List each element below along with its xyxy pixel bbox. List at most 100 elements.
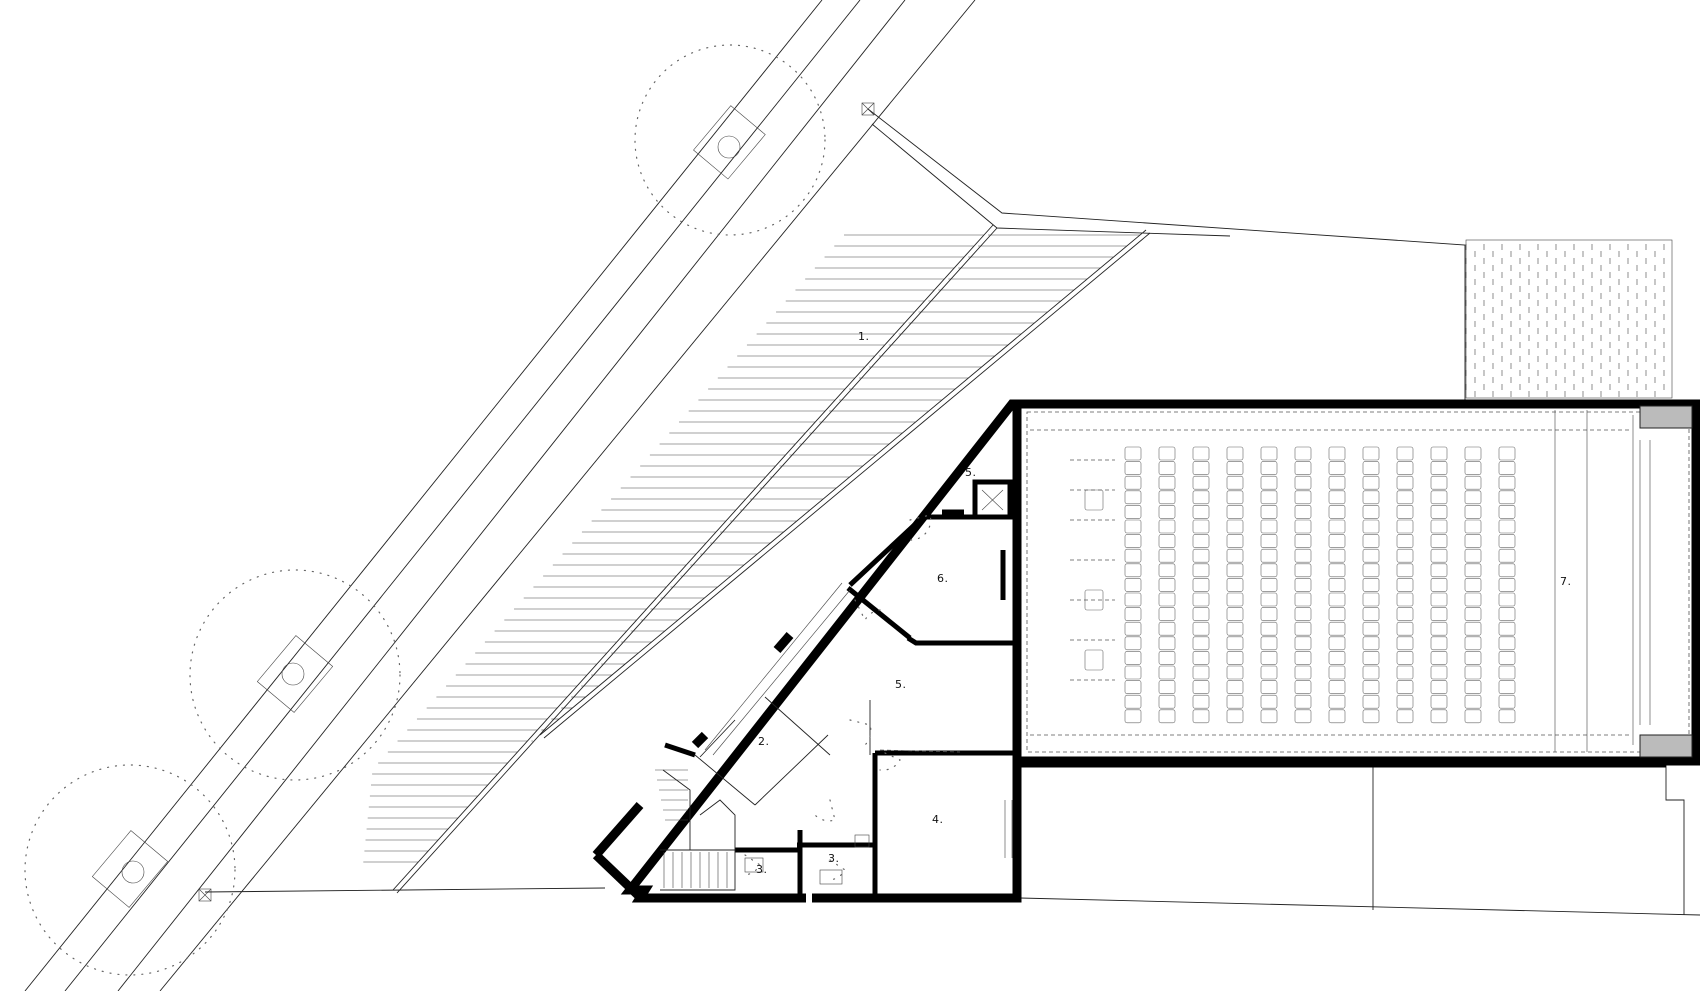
auditorium-seat — [1260, 592, 1278, 607]
auditorium-seat — [1124, 651, 1142, 665]
auditorium-seat — [1260, 680, 1278, 694]
auditorium-seat — [1226, 475, 1244, 490]
room-label-3a: 3. — [756, 863, 768, 876]
auditorium-seat — [1396, 592, 1414, 607]
auditorium-seat — [1362, 621, 1380, 636]
auditorium-seat — [1430, 578, 1448, 592]
auditorium-seat — [1464, 461, 1482, 475]
tree-trunk-icon — [121, 860, 145, 884]
auditorium-seat — [1260, 548, 1278, 563]
auditorium-seat — [1192, 680, 1210, 694]
auditorium-seat — [1192, 665, 1210, 680]
auditorium-seat — [1396, 709, 1414, 724]
auditorium-seat — [1294, 709, 1312, 724]
auditorium-seat — [1192, 563, 1210, 578]
auditorium-seat — [1328, 680, 1346, 694]
auditorium-seat — [1464, 563, 1482, 578]
auditorium-seat — [1226, 578, 1244, 592]
auditorium-seat — [1362, 461, 1380, 475]
seating-grid — [1124, 446, 1516, 724]
wheelchair-space — [1084, 649, 1104, 671]
auditorium-seat — [1396, 694, 1414, 709]
auditorium-seat — [1124, 490, 1142, 505]
auditorium-seat — [1328, 592, 1346, 607]
room-label-5-hall: 5. — [895, 678, 907, 691]
auditorium-seat — [1396, 665, 1414, 680]
auditorium-seat — [1124, 621, 1142, 636]
auditorium-seat — [1294, 665, 1312, 680]
auditorium-seat — [1498, 621, 1516, 636]
auditorium-seat — [1294, 636, 1312, 651]
auditorium-seat — [1362, 475, 1380, 490]
auditorium-seat — [1158, 578, 1176, 592]
auditorium-seat — [1362, 446, 1380, 461]
auditorium-seat — [1226, 461, 1244, 475]
room-label-2: 2. — [758, 735, 770, 748]
auditorium-seat — [1464, 665, 1482, 680]
auditorium-seat — [1328, 490, 1346, 505]
auditorium-seat — [1464, 709, 1482, 724]
auditorium-seat — [1226, 607, 1244, 621]
auditorium-seat — [1294, 505, 1312, 519]
auditorium-seat — [1158, 548, 1176, 563]
auditorium-seat — [1158, 709, 1176, 724]
auditorium-seat — [1498, 548, 1516, 563]
auditorium-seat — [1396, 490, 1414, 505]
auditorium-seat — [1464, 636, 1482, 651]
auditorium-seat — [1498, 446, 1516, 461]
auditorium-seat — [1124, 461, 1142, 475]
auditorium-seat — [1294, 694, 1312, 709]
auditorium-seat — [1396, 680, 1414, 694]
auditorium-seat — [1260, 519, 1278, 534]
auditorium-seat — [1498, 578, 1516, 592]
auditorium-seat — [1158, 592, 1176, 607]
room-label-3b: 3. — [828, 852, 840, 865]
facade-windows — [691, 582, 1013, 858]
auditorium-seat — [1294, 446, 1312, 461]
tree-trunk-icon — [717, 135, 741, 159]
wheelchair-spaces — [1070, 459, 1115, 681]
auditorium-seat — [1260, 563, 1278, 578]
auditorium-seat — [1498, 709, 1516, 724]
auditorium-seat — [1226, 505, 1244, 519]
auditorium-seat — [1226, 548, 1244, 563]
auditorium-seat — [1158, 694, 1176, 709]
building-walls — [592, 399, 1022, 903]
auditorium-seat — [1192, 548, 1210, 563]
auditorium-seat — [1430, 475, 1448, 490]
auditorium-seat — [1124, 563, 1142, 578]
auditorium-seat — [1464, 475, 1482, 490]
auditorium-seat — [1226, 636, 1244, 651]
auditorium-seat — [1498, 461, 1516, 475]
auditorium-seat — [1464, 578, 1482, 592]
auditorium-seat — [1328, 461, 1346, 475]
auditorium-seat — [1158, 607, 1176, 621]
auditorium-seat — [1260, 665, 1278, 680]
auditorium-seat — [1294, 548, 1312, 563]
auditorium-seat — [1192, 475, 1210, 490]
auditorium-seat — [1226, 680, 1244, 694]
auditorium-seat — [1124, 578, 1142, 592]
auditorium-seat — [1158, 651, 1176, 665]
auditorium-seat — [1158, 680, 1176, 694]
auditorium-seat — [1464, 534, 1482, 548]
auditorium-seat — [1226, 534, 1244, 548]
auditorium-seat — [1464, 680, 1482, 694]
auditorium-seat — [1362, 636, 1380, 651]
auditorium-seat — [1396, 475, 1414, 490]
auditorium-seat — [1294, 680, 1312, 694]
auditorium-seat — [1124, 475, 1142, 490]
auditorium-seat — [1226, 519, 1244, 534]
auditorium-seat — [1260, 709, 1278, 724]
auditorium-seat — [1362, 592, 1380, 607]
auditorium-seat — [1430, 680, 1448, 694]
auditorium-seat — [1294, 621, 1312, 636]
auditorium-seat — [1294, 578, 1312, 592]
auditorium-seat — [1158, 490, 1176, 505]
auditorium-seat — [1464, 505, 1482, 519]
auditorium-seat — [1124, 709, 1142, 724]
auditorium-seat — [1328, 665, 1346, 680]
auditorium-seat — [1464, 548, 1482, 563]
auditorium-seat — [1294, 607, 1312, 621]
auditorium-seat — [1158, 519, 1176, 534]
